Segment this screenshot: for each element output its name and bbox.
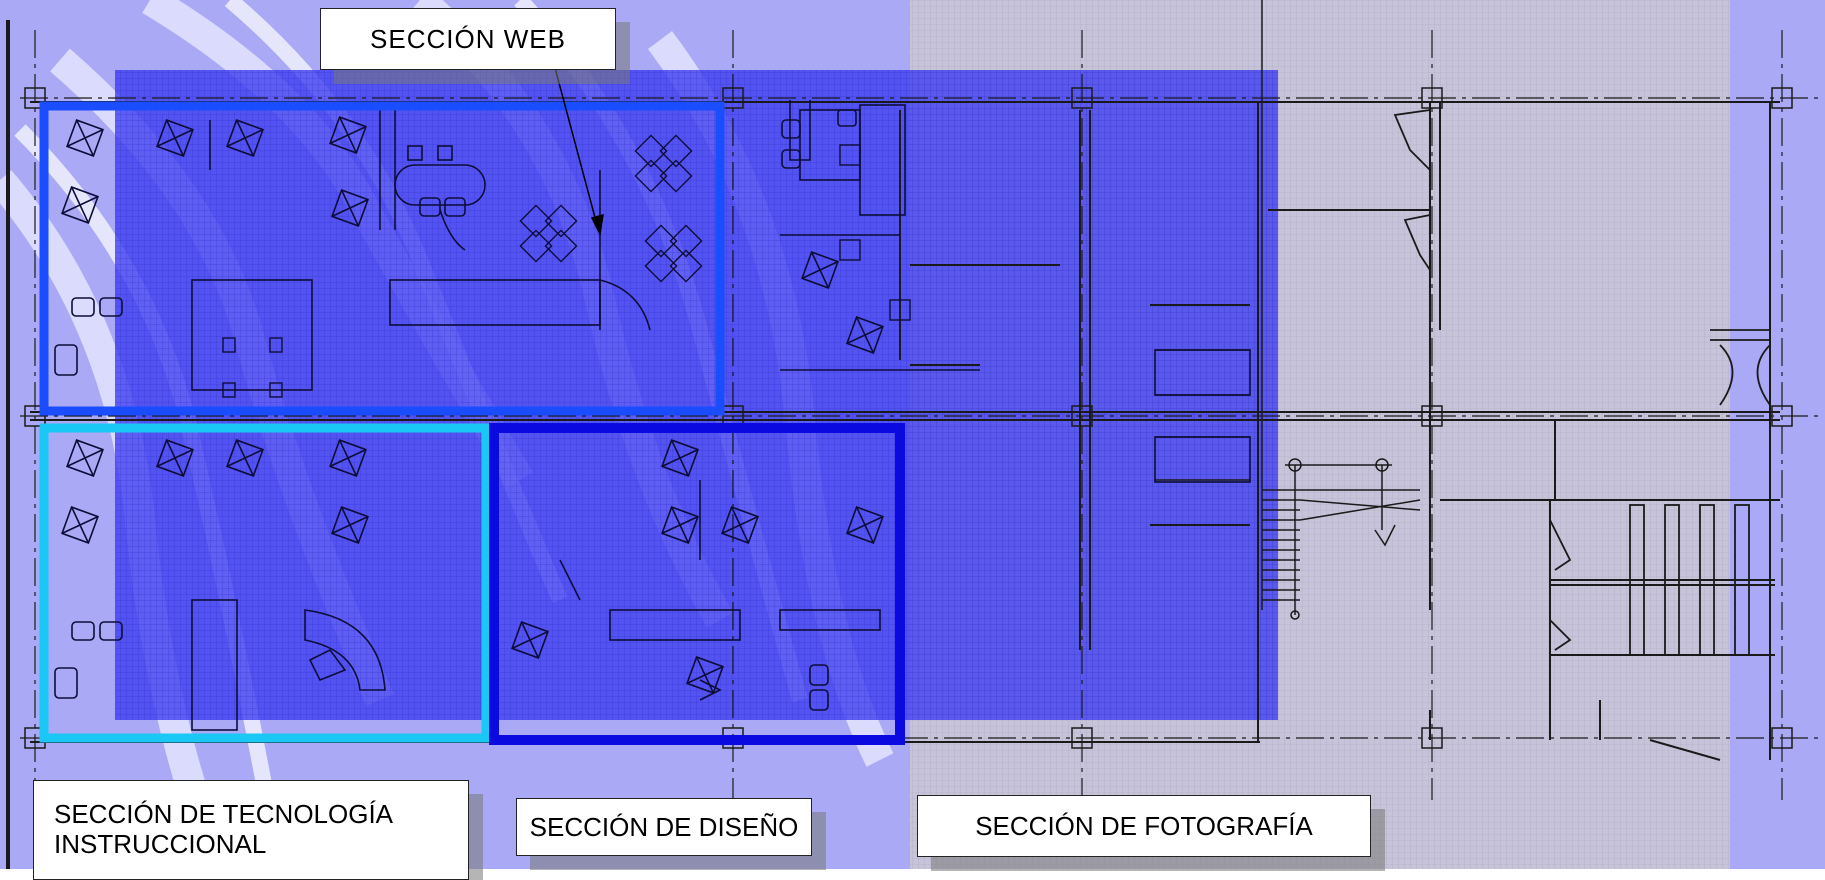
photo-section-label: SECCIÓN DE FOTOGRAFÍA [917,795,1371,857]
structural-column-icon [24,87,1793,749]
web-section-outline [39,101,725,416]
web-label-arrow [554,67,604,237]
restroom-stalls [1393,109,1771,656]
stairs [1261,0,1421,620]
office-overlay-grid [115,70,1278,720]
design-section-outline [489,423,905,745]
tech-section-outline [39,423,491,743]
background-right [1730,0,1825,869]
guest-chairs [54,109,857,711]
web-section-label: SECCIÓN WEB [320,8,616,70]
design-section-label: SECCIÓN DE DISEÑO [516,798,812,856]
photo-section-label-text: SECCIÓN DE FOTOGRAFÍA [975,810,1313,841]
meeting-tables [222,134,911,398]
tech-section-label-text: SECCIÓN DE TECNOLOGÍA INSTRUCCIONAL [54,799,394,859]
design-section-label-text: SECCIÓN DE DISEÑO [529,811,799,842]
tech-section-label: SECCIÓN DE TECNOLOGÍA INSTRUCCIONAL [33,780,469,880]
office-chair-icon [61,116,884,694]
web-section-label-text: SECCIÓN WEB [370,23,566,54]
structural-axes [20,30,1820,800]
